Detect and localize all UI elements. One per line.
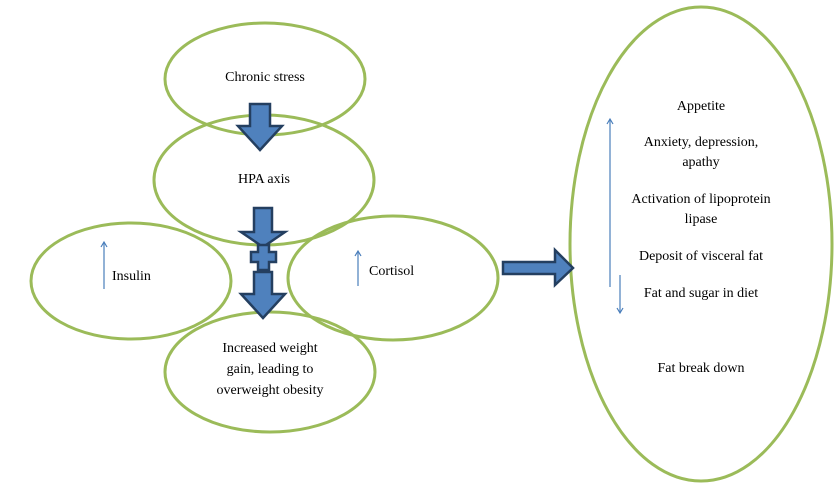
node-hpa-axis-label: HPA axis — [237, 172, 290, 187]
node-chronic-stress-label: Chronic stress — [225, 70, 305, 85]
insulin-up-arrow-icon — [100, 240, 108, 289]
node-weight-gain-label: Increased weight gain, leading to overwe… — [195, 340, 345, 403]
node-cortisol-label: Cortisol — [369, 264, 415, 279]
weight-gain-line-3: overweight obesity — [216, 383, 324, 398]
effect-lipase-line-2: lipase — [684, 212, 718, 227]
effect-fat-sugar: Fat and sugar in diet — [643, 286, 759, 301]
effect-anxiety: Anxiety, depression, apathy — [621, 134, 781, 174]
block-arrow-to-weight-gain — [238, 270, 288, 320]
effect-visceral-fat: Deposit of visceral fat — [638, 249, 763, 264]
node-cortisol-ellipse — [286, 214, 500, 342]
effect-anxiety-line-1: Anxiety, depression, — [643, 135, 759, 150]
effect-appetite: Appetite — [676, 99, 726, 114]
effect-lipase-line-1: Activation of lipoprotein — [631, 192, 771, 207]
effects-decrease-arrow-icon — [616, 275, 624, 315]
block-arrow-to-effects — [501, 246, 575, 288]
node-insulin-ellipse — [29, 221, 233, 341]
effect-fat-breakdown: Fat break down — [657, 361, 745, 376]
cortisol-up-arrow-icon — [354, 249, 362, 286]
effects-ellipse — [568, 5, 834, 483]
effect-lipase: Activation of lipoprotein lipase — [611, 191, 791, 231]
effect-anxiety-line-2: apathy — [682, 155, 720, 170]
block-arrow-stress-to-hpa — [235, 102, 285, 152]
node-insulin-label: Insulin — [112, 269, 151, 284]
block-arrow-hpa-down — [236, 206, 290, 249]
weight-gain-line-1: Increased weight — [222, 341, 318, 356]
weight-gain-line-2: gain, leading to — [226, 362, 314, 377]
plus-icon — [249, 243, 278, 272]
effects-increase-arrow-icon — [606, 117, 614, 287]
